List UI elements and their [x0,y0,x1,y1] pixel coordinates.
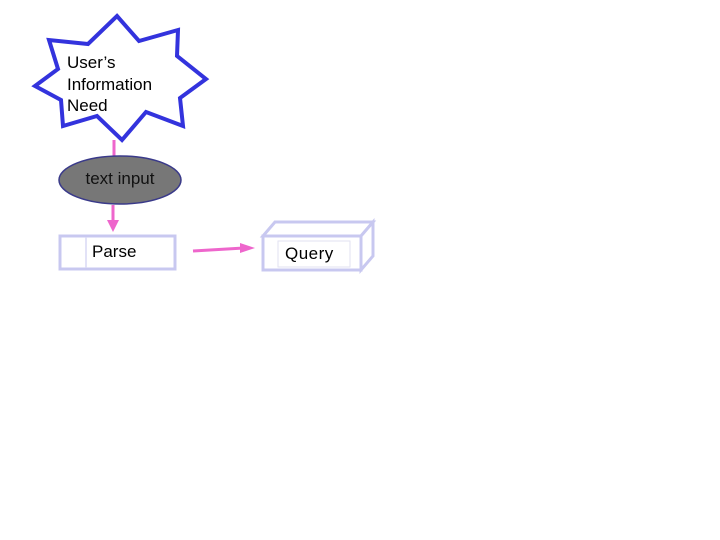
arrow-parse-to-query-shaft [192,246,245,253]
need-line-1: User’s [67,53,116,72]
parse-label: Parse [92,242,137,261]
text-input-label: text input [85,169,155,188]
need-line-2: Information [67,74,153,94]
need-line-3: Need [67,96,108,115]
need-label: User’s Information Need [67,52,187,117]
query-label: Query [285,244,334,263]
arrow-input-to-parse-head [107,220,119,232]
query-box-top [259,220,377,238]
text-input-ellipse [58,155,182,205]
arrow-parse-to-query-head [240,243,255,253]
need-starburst [31,13,210,143]
query-label-frame [277,240,351,268]
parse-box [58,234,177,271]
